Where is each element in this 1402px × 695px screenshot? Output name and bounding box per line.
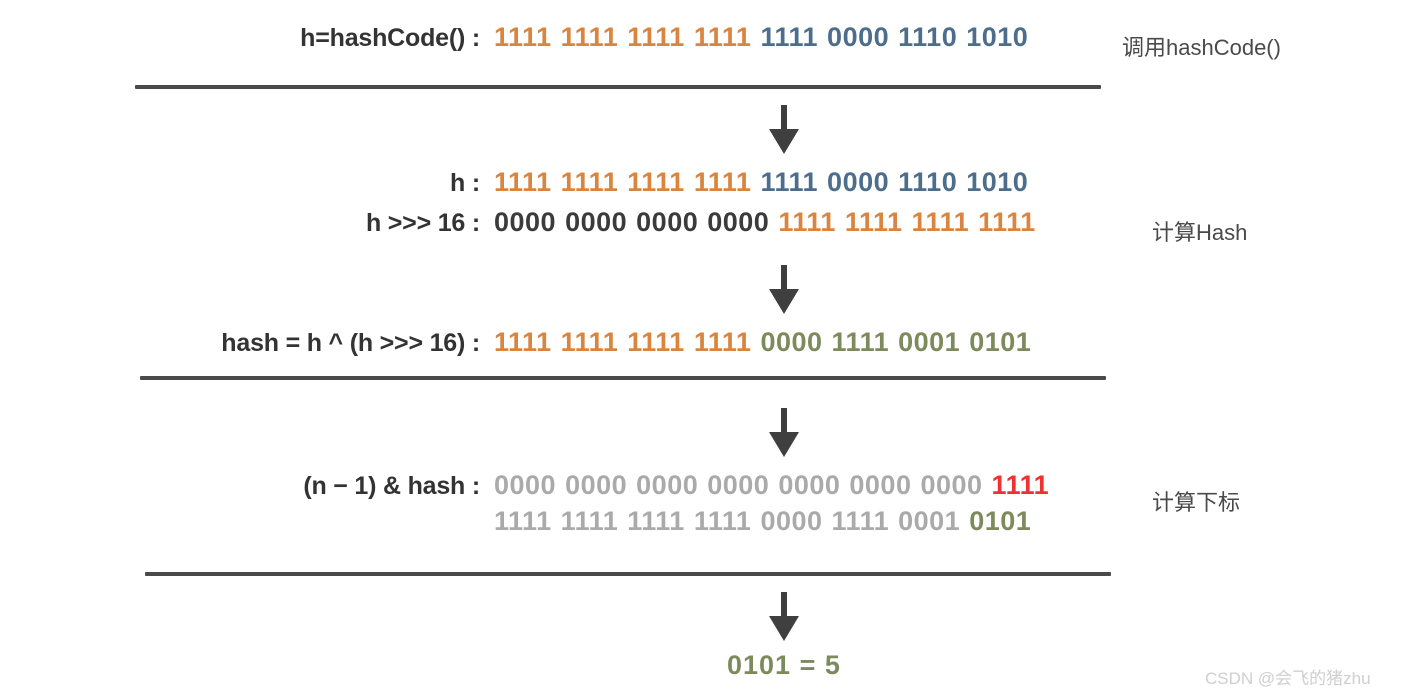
stage-caption-compute-index: 计算下标 — [1152, 490, 1241, 515]
bit-group-2: 0000 — [636, 207, 699, 237]
bit-group-1: 1111 — [560, 167, 619, 197]
bit-group-1: 0000 — [565, 207, 628, 237]
bit-group-4: 0000 — [760, 327, 823, 357]
divider-1 — [135, 85, 1101, 89]
divider-2 — [140, 376, 1106, 380]
bit-group-4: 0000 — [778, 470, 841, 500]
row-h-label: h : — [450, 169, 480, 197]
watermark: CSDN @会飞的猪zhu — [1205, 669, 1371, 688]
bit-group-7: 1111 — [991, 470, 1050, 500]
row-hash-operand: 1111 1111 1111 1111 0000 1111 0001 0101 — [240, 506, 1031, 537]
bit-group-3: 1111 — [693, 167, 752, 197]
bit-group-0: 0000 — [494, 470, 557, 500]
bit-group-2: 1111 — [627, 506, 685, 536]
bit-group-6: 1111 — [911, 207, 970, 237]
stage-caption-compute-hash: 计算Hash — [1152, 220, 1248, 245]
row-h: h : 1111 1111 1111 1111 1111 0000 1110 1010 — [265, 167, 1028, 198]
bit-group-3: 1111 — [693, 327, 752, 357]
bit-group-6: 0000 — [920, 470, 983, 500]
row-h-shift-label: h >>> 16 : — [365, 209, 480, 237]
row-n-minus-1-label: (n − 1) & hash : — [303, 472, 480, 500]
bit-group-7: 1010 — [966, 22, 1029, 52]
bit-group-0: 1111 — [494, 22, 552, 52]
bit-group-5: 0000 — [849, 470, 912, 500]
bit-group-0: 1111 — [494, 327, 552, 357]
bit-group-5: 1111 — [831, 327, 890, 357]
bit-group-6: 1110 — [898, 22, 958, 52]
row-hash-label: hash = h ^ (h >>> 16) : — [221, 329, 480, 357]
bit-group-5: 0000 — [827, 167, 890, 197]
bit-group-3: 0000 — [707, 207, 770, 237]
bit-group-0: 0000 — [494, 207, 557, 237]
bit-group-5: 1111 — [831, 506, 890, 536]
bit-group-4: 1111 — [760, 167, 819, 197]
row-hash-bits: 1111 1111 1111 1111 0000 1111 0001 0101 — [494, 327, 1031, 358]
bit-group-3: 1111 — [693, 506, 752, 536]
bit-group-1: 1111 — [560, 506, 619, 536]
bit-group-2: 1111 — [627, 167, 685, 197]
arrow-down-2 — [763, 265, 805, 315]
bit-group-4: 1111 — [778, 207, 836, 237]
bit-group-7: 0101 — [969, 506, 1032, 536]
bit-group-3: 1111 — [693, 22, 752, 52]
bit-group-0: 1111 — [494, 167, 552, 197]
bit-group-6: 0001 — [898, 506, 961, 536]
row-hashcode-label: h=hashCode() : — [300, 24, 480, 52]
arrow-down-4 — [763, 592, 805, 642]
arrow-down-1 — [763, 105, 805, 155]
bit-group-1: 1111 — [560, 327, 619, 357]
bit-group-2: 0000 — [636, 470, 699, 500]
row-hash-operand-bits: 1111 1111 1111 1111 0000 1111 0001 0101 — [494, 506, 1031, 537]
bit-group-5: 0000 — [827, 22, 890, 52]
bit-group-1: 0000 — [565, 470, 628, 500]
bit-group-3: 0000 — [707, 470, 770, 500]
bit-group-4: 1111 — [760, 22, 819, 52]
bit-group-1: 1111 — [560, 22, 619, 52]
bit-group-4: 0000 — [760, 506, 823, 536]
bit-group-7: 1010 — [966, 167, 1029, 197]
bit-group-6: 1110 — [898, 167, 958, 197]
arrow-down-3 — [763, 408, 805, 458]
row-h-shift-bits: 0000 0000 0000 0000 1111 1111 1111 1111 — [494, 207, 1036, 238]
row-h-bits: 1111 1111 1111 1111 1111 0000 1110 1010 — [494, 167, 1028, 198]
bit-group-0: 1111 — [494, 506, 552, 536]
stage-caption-call-hashcode: 调用hashCode() — [1122, 35, 1281, 60]
bit-group-5: 1111 — [844, 207, 903, 237]
row-h-shift: h >>> 16 : 0000 0000 0000 0000 1111 1111 1111 1… — [265, 207, 1036, 238]
bit-group-2: 1111 — [627, 22, 685, 52]
row-n-minus-1-bits: 0000 0000 0000 0000 0000 0000 0000 1111 — [494, 470, 1049, 501]
divider-3 — [145, 572, 1111, 576]
bit-group-7: 1111 — [978, 207, 1036, 237]
bit-group-7: 0101 — [969, 327, 1032, 357]
bit-group-6: 0001 — [898, 327, 961, 357]
bit-group-2: 1111 — [627, 327, 685, 357]
row-hashcode-bits: 1111 1111 1111 1111 1111 0000 1110 1010 — [494, 22, 1028, 53]
result-value: 0101 = 5 — [727, 650, 841, 680]
